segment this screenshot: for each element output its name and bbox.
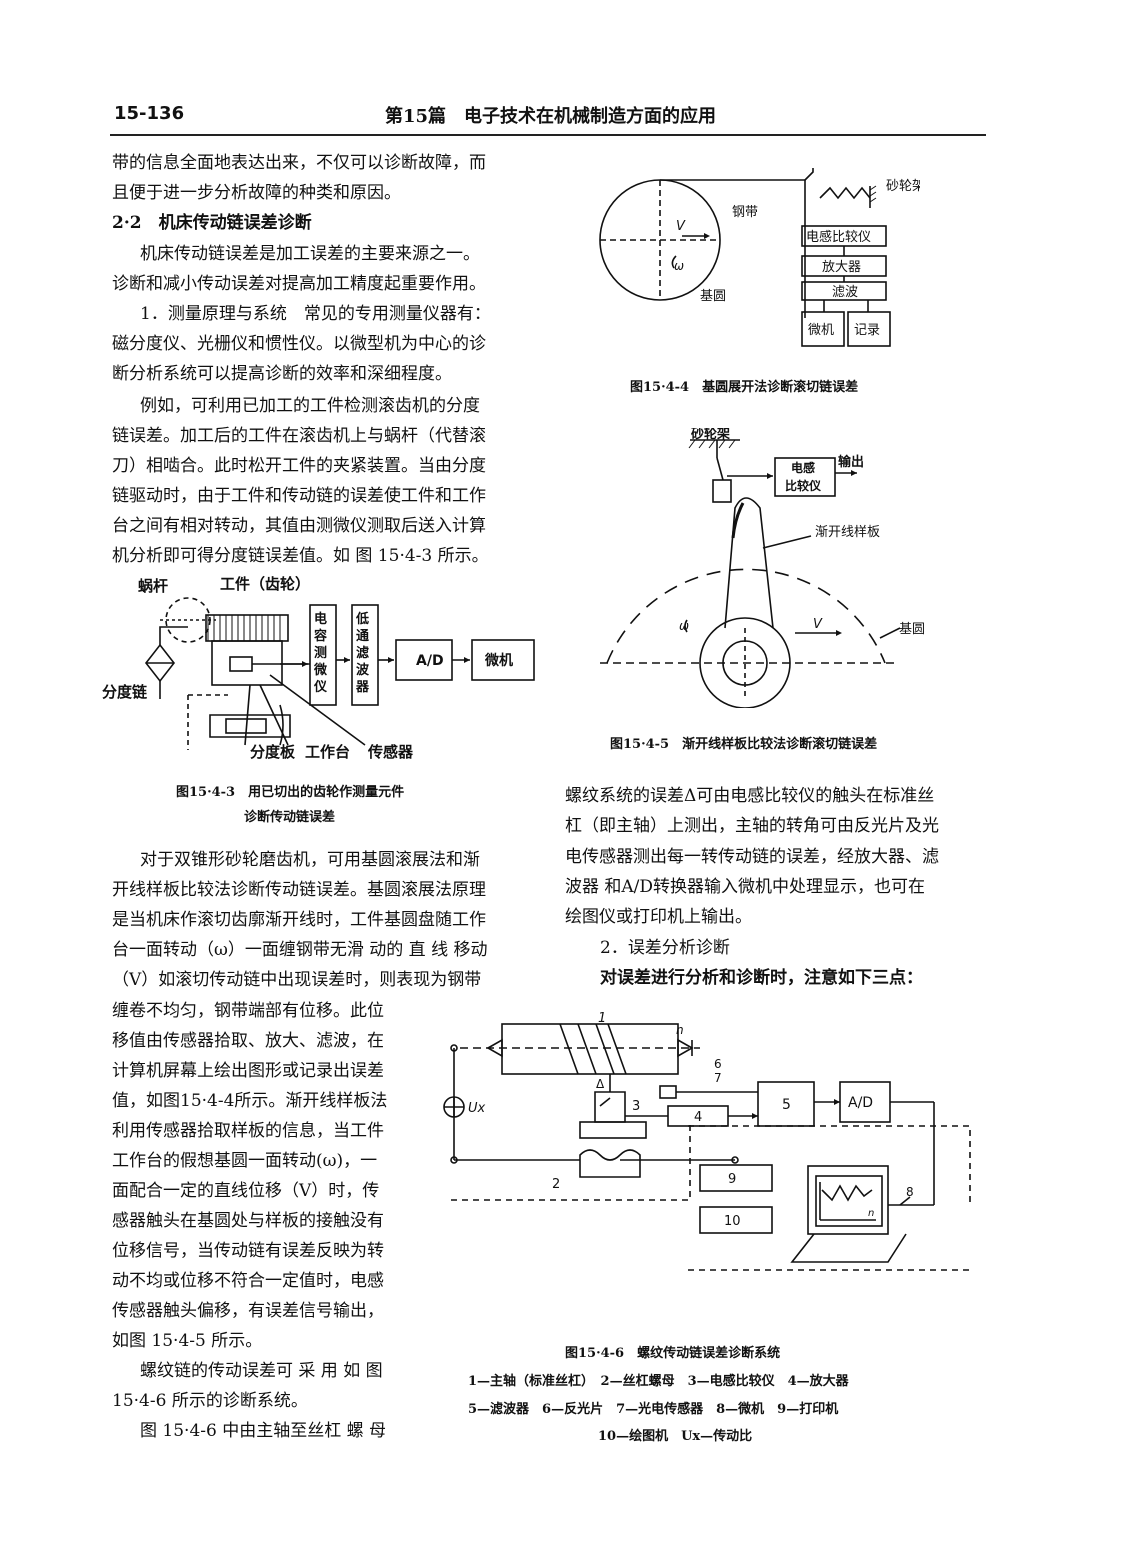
fig6-caption: 图15·4-6 螺纹传动链误差诊断系统	[565, 1346, 781, 1361]
label-workpiece: 工件（齿轮）	[220, 575, 310, 593]
label-ad: A/D	[416, 653, 444, 669]
body-line: 绘图仪或打印机上输出。	[565, 907, 752, 927]
section-heading: 2·2 机床传动链误差诊断	[112, 213, 312, 233]
page-number: 15-136	[114, 103, 185, 124]
label-cap-micrometer: 电容测微仪	[314, 612, 328, 695]
label-template: 渐开线样板	[815, 525, 880, 540]
body-line: 计算机屏幕上绘出图形或记录出误差	[112, 1061, 384, 1081]
body-line: 如图 15·4-5 所示。	[112, 1331, 263, 1351]
body-line: 机分析即可得分度链误差值。如 图 15·4-3 所示。	[112, 546, 489, 566]
label-comparator: 电感比较仪	[806, 229, 871, 245]
label-2: 2	[552, 1177, 560, 1192]
running-title: 第15篇 电子技术在机械制造方面的应用	[385, 106, 717, 127]
label-filter: 滤波	[832, 285, 858, 300]
fig5-caption: 图15·4-5 渐开线样板比较法诊断滚切链误差	[610, 737, 878, 752]
body-line: 链误差。加工后的工件在滚齿机上与蜗杆（代替滚	[112, 426, 486, 446]
figure-15-4-5: 砂轮架 电感 比较仪 输出 渐开线样板 ω V 基圆	[600, 428, 925, 708]
label-amplifier: 放大器	[822, 260, 861, 275]
label-3: 3	[632, 1099, 640, 1114]
header-rule	[110, 134, 986, 136]
figure-15-4-4: V ω 钢带 基圆 砂轮架 电感比较仪 放大器 滤波 微机 记录	[599, 168, 920, 347]
body-line: 1．测量原理与系统 常见的专用测量仪器有：	[140, 304, 491, 324]
label-lowpass: 低通滤波器	[356, 612, 370, 695]
fig6-legend-line: 1—主轴（标准丝杠） 2—丝杠螺母 3—电感比较仪 4—放大器	[468, 1374, 849, 1389]
fig3-caption-line1: 图15·4-3 用已切出的齿轮作测量元件	[176, 785, 405, 800]
label-delta: Δ	[596, 1077, 605, 1091]
body-line: 断分析系统可以提高诊断的效率和深细程度。	[112, 364, 452, 384]
label-omega: ω	[679, 619, 689, 633]
body-line: 刀）相啮合。此时松开工件的夹紧装置。当由分度	[112, 456, 486, 476]
label-5: 5	[782, 1097, 791, 1113]
label-comparator-2: 比较仪	[785, 478, 822, 493]
body-line: 面配合一定的直线位移（V）时，传	[112, 1181, 380, 1201]
label-record: 记录	[854, 323, 880, 338]
label-1: 1	[598, 1011, 606, 1026]
label-v: V	[676, 219, 686, 234]
body-line: 利用传感器拾取样板的信息，当工件	[112, 1121, 384, 1141]
body-line: 例如，可利用已加工的工件检测滚齿机的分度	[140, 396, 480, 416]
fig6-legend-line: 5—滤波器 6—反光片 7—光电传感器 8—微机 9—打印机	[468, 1402, 839, 1417]
label-output: 输出	[838, 454, 864, 470]
label-6: 6	[714, 1057, 722, 1071]
body-line: 开线样板比较法诊断传动链误差。基圆滚展法原理	[112, 880, 486, 900]
body-line: 台一面转动（ω）一面缠钢带无滑 动的 直 线 移动	[112, 940, 488, 960]
body-line: 是当机床作滚切齿廓渐开线时，工件基圆盘随工作	[112, 910, 486, 930]
figure-15-4-6: 1 2 3 4 5 6 7 8 9 10 A/D Ux Δ n n	[443, 1011, 971, 1271]
fig6-legend-line: 10—绘图机 Ux—传动比	[598, 1429, 753, 1444]
label-micro: 微机	[484, 652, 513, 669]
label-10: 10	[724, 1214, 741, 1229]
body-line: 螺纹系统的误差Δ可由电感比较仪的触头在标准丝	[565, 786, 935, 806]
label-9: 9	[728, 1172, 736, 1187]
body-line: 值，如图15·4-4所示。渐开线样板法	[112, 1091, 388, 1111]
body-line: 对于双锥形砂轮磨齿机，可用基圆滚展法和渐	[140, 850, 480, 870]
label-7: 7	[714, 1071, 722, 1085]
body-line: 缠卷不均匀，钢带端部有位移。此位	[112, 1001, 384, 1021]
figure-15-4-3: 蜗杆 工件（齿轮） 分度链 A/D 微机 分度板 工作台 传感器	[102, 575, 535, 761]
body-line: 台之间有相对转动，其值由测微仪测取后送入计算	[112, 516, 486, 536]
body-line: 图 15·4-6 中由主轴至丝杠 螺 母	[140, 1421, 387, 1441]
body-line: 波器 和A/D转换器输入微机中处理显示，也可在	[565, 877, 926, 897]
label-table: 工作台	[305, 743, 350, 761]
body-line: （V）如滚切传动链中出现误差时，则表现为钢带	[112, 970, 482, 990]
label-n-screen: n	[868, 1208, 874, 1219]
body-line: 诊断和减小传动误差对提高加工精度起重要作用。	[112, 274, 486, 294]
label-base-circle: 基圆	[899, 622, 925, 637]
label-index-plate: 分度板	[250, 743, 296, 761]
fig3-caption-line2: 诊断传动链误差	[244, 810, 336, 825]
label-4: 4	[694, 1110, 702, 1125]
body-line: 动不均或位移不符合一定值时，电感	[112, 1271, 384, 1291]
label-v: V	[813, 617, 823, 632]
label-base-circle: 基圆	[700, 289, 726, 304]
body-line: 磁分度仪、光栅仪和惯性仪。以微型机为中心的诊	[112, 334, 486, 354]
body-line: 且便于进一步分析故障的种类和原因。	[112, 183, 401, 203]
label-comparator-1: 电感	[791, 460, 815, 475]
body-line: 电传感器测出每一转传动链的误差，经放大器、滤	[565, 847, 939, 867]
label-sensor: 传感器	[367, 743, 414, 761]
body-line: 机床传动链误差是加工误差的主要来源之一。	[140, 244, 480, 264]
body-line: 传感器触头偏移，有误差信号输出，	[112, 1301, 384, 1321]
body-line: 带的信息全面地表达出来，不仅可以诊断故障，而	[112, 153, 486, 173]
label-ad: A/D	[848, 1095, 873, 1111]
body-line: 15·4-6 所示的诊断系统。	[112, 1391, 308, 1411]
body-line: 位移信号，当传动链有误差反映为转	[112, 1241, 384, 1261]
body-line: 2．误差分析诊断	[600, 938, 730, 958]
body-line: 螺纹链的传动误差可 采 用 如 图	[140, 1361, 383, 1381]
label-micro: 微机	[808, 323, 834, 338]
label-8: 8	[906, 1185, 914, 1199]
label-grinding-frame: 砂轮架	[690, 428, 730, 442]
label-n-spindle: n	[676, 1023, 684, 1037]
body-line: 感器触头在基圆处与样板的接触没有	[112, 1211, 384, 1231]
label-steel-band: 钢带	[732, 205, 758, 220]
label-worm: 蜗杆	[138, 577, 168, 595]
label-grinding-frame: 砂轮架	[886, 179, 920, 194]
body-line: 移值由传感器拾取、放大、滤波，在	[112, 1031, 384, 1051]
fig4-caption: 图15·4-4 基圆展开法诊断滚切链误差	[630, 380, 859, 395]
body-line: 链驱动时，由于工件和传动链的误差使工件和工作	[112, 486, 486, 506]
label-ux: Ux	[468, 1101, 486, 1116]
body-line: 对误差进行分析和诊断时，注意如下三点：	[600, 968, 923, 988]
body-line: 工作台的假想基圆一面转动(ω)，一	[112, 1151, 378, 1171]
label-omega: ω	[674, 259, 684, 273]
label-index-chain: 分度链	[102, 683, 148, 701]
body-line: 杠（即主轴）上测出，主轴的转角可由反光片及光	[565, 816, 939, 836]
